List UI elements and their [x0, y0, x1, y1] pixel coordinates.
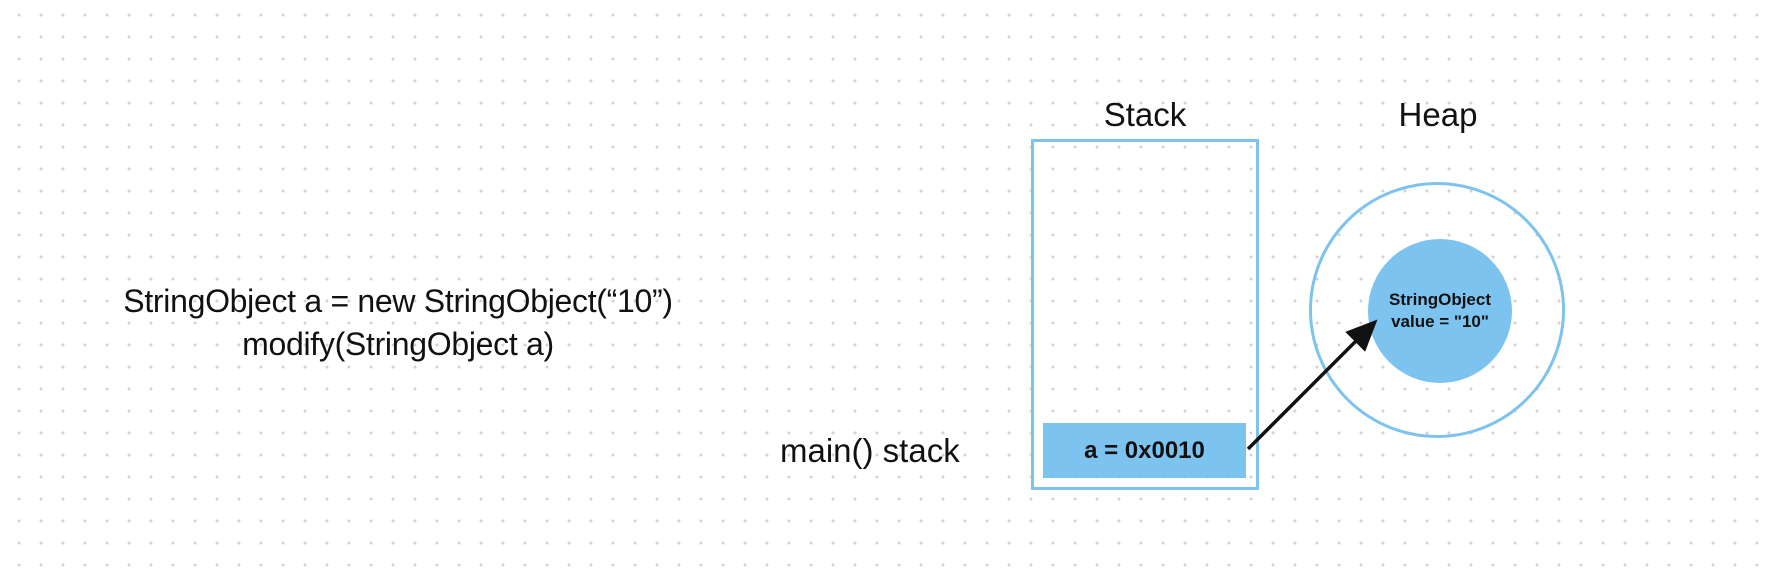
stack-frame-cell: a = 0x0010 [1043, 423, 1246, 478]
stack-cell-text: a = 0x0010 [1084, 436, 1205, 464]
heap-object: StringObject value = "10" [1368, 239, 1512, 383]
heap-region [1309, 182, 1565, 438]
heap-title: Heap [1398, 96, 1478, 133]
stack-title: Stack [1103, 96, 1187, 133]
code-line-call: modify(StringObject a) [242, 326, 554, 362]
code-line-declaration: StringObject a = new StringObject(“10”) [123, 283, 673, 319]
code-snippet: StringObject a = new StringObject(“10”) … [80, 280, 716, 366]
heap-object-value: value = "10" [1391, 312, 1489, 331]
stack-container [1031, 139, 1259, 490]
stack-frame-label: main() stack [780, 432, 960, 469]
heap-object-type: StringObject [1388, 290, 1491, 309]
